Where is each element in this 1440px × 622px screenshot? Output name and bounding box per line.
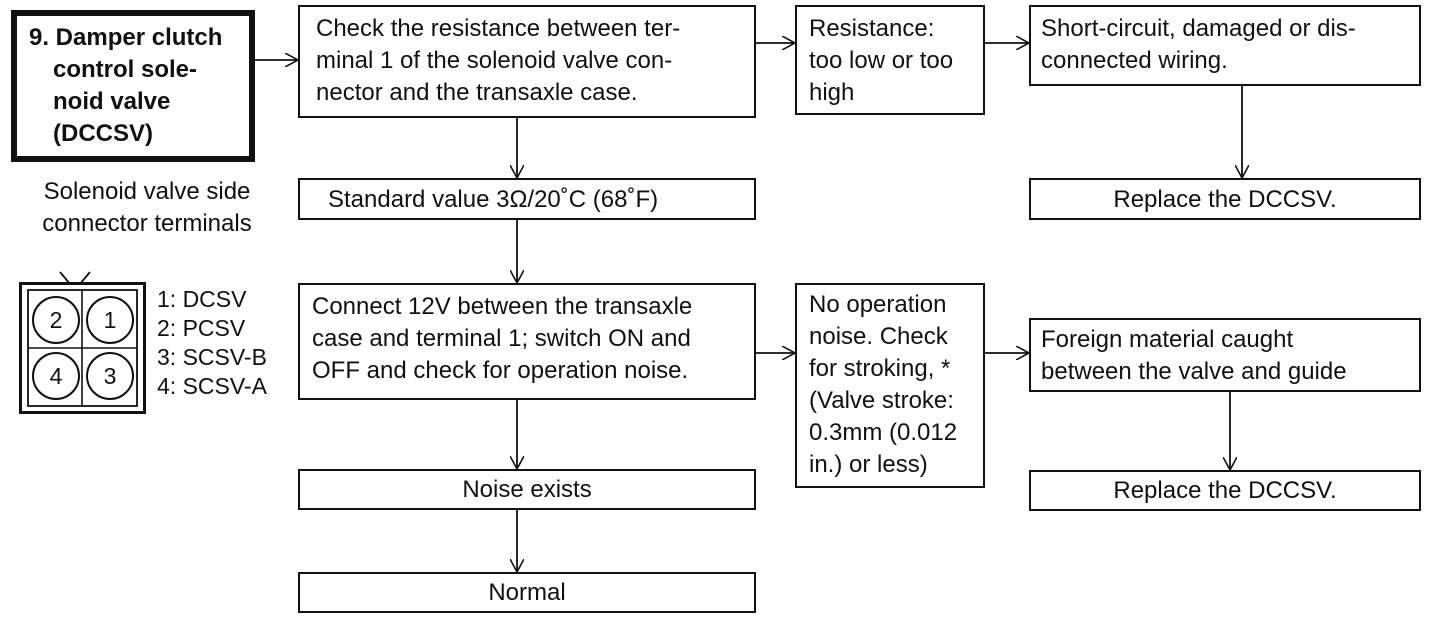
connector-inner-frame	[27, 289, 138, 407]
check-line-3: nector and the transaxle case.	[316, 79, 638, 106]
foreign-line-1: Foreign material caught	[1041, 326, 1294, 353]
connect-line-3: OFF and check for operation noise.	[312, 357, 689, 384]
pin-4: 4	[32, 352, 80, 400]
no-noise-line-2: noise. Check	[809, 323, 948, 350]
no-noise-line-6: in.) or less)	[809, 451, 928, 478]
connect-line-2: case and terminal 1; switch ON and	[312, 325, 691, 352]
resistance-line-2: too low or too	[809, 47, 954, 74]
standard-value-box: Standard value 3Ω/20˚C (68˚F)	[298, 178, 756, 220]
caption-line-2: connector terminals	[42, 210, 252, 237]
check-resistance-box: Check the resistance between ter- minal …	[298, 5, 756, 118]
no-noise-line-3: for stroking, *	[809, 355, 951, 382]
no-noise-line-1: No operation	[809, 291, 947, 318]
replace-box-2: Replace the DCCSV.	[1029, 470, 1421, 511]
connect-12v-box: Connect 12V between the transaxle case a…	[298, 283, 756, 400]
legend-item-2: 2: PCSV	[157, 315, 246, 341]
start-line-2: control sole-	[53, 56, 198, 83]
standard-value-label: Standard value 3Ω/20˚C (68˚F)	[328, 186, 659, 213]
check-line-1: Check the resistance between ter-	[316, 15, 681, 42]
caption-line-1: Solenoid valve side	[43, 178, 251, 205]
foreign-material-box: Foreign material caught between the valv…	[1029, 318, 1421, 392]
start-box: 9. Damper clutch control sole- noid valv…	[11, 10, 255, 162]
connect-line-1: Connect 12V between the transaxle	[312, 293, 693, 320]
foreign-line-2: between the valve and guide	[1041, 358, 1347, 385]
normal-label: Normal	[488, 579, 566, 606]
connector-outer-frame	[19, 282, 146, 414]
start-line-4: (DCCSV)	[53, 120, 153, 147]
resistance-line-1: Resistance:	[809, 15, 935, 42]
start-line-1: 9. Damper clutch	[29, 24, 223, 51]
replace-box-1: Replace the DCCSV.	[1029, 178, 1421, 220]
replace-2-label: Replace the DCCSV.	[1113, 477, 1337, 504]
legend-item-4: 4: SCSV-A	[157, 373, 267, 399]
start-line-3: noid valve	[53, 88, 171, 115]
wiring-line-1: Short-circuit, damaged or dis-	[1041, 15, 1356, 42]
wiring-fault-box: Short-circuit, damaged or dis- connected…	[1029, 5, 1421, 86]
legend-item-1: 1: DCSV	[157, 286, 247, 312]
replace-1-label: Replace the DCCSV.	[1113, 186, 1337, 213]
pin-1: 1	[86, 296, 134, 344]
noise-exists-box: Noise exists	[298, 469, 756, 510]
connector-caption: Solenoid valve side connector terminals	[12, 176, 282, 240]
normal-box: Normal	[298, 572, 756, 613]
noise-exists-label: Noise exists	[462, 476, 592, 503]
resistance-line-3: high	[809, 79, 855, 106]
check-line-2: minal 1 of the solenoid valve con-	[316, 47, 673, 74]
no-noise-line-4: (Valve stroke:	[809, 387, 954, 414]
pin-3: 3	[86, 352, 134, 400]
connector-legend: 1: DCSV 2: PCSV 3: SCSV-B 4: SCSV-A	[157, 285, 267, 401]
pin-2: 2	[32, 296, 80, 344]
no-noise-line-5: 0.3mm (0.012	[809, 419, 958, 446]
legend-item-3: 3: SCSV-B	[157, 344, 267, 370]
wiring-line-2: connected wiring.	[1041, 47, 1228, 74]
resistance-bad-box: Resistance: too low or too high	[795, 5, 985, 115]
no-noise-box: No operation noise. Check for stroking, …	[795, 283, 985, 488]
